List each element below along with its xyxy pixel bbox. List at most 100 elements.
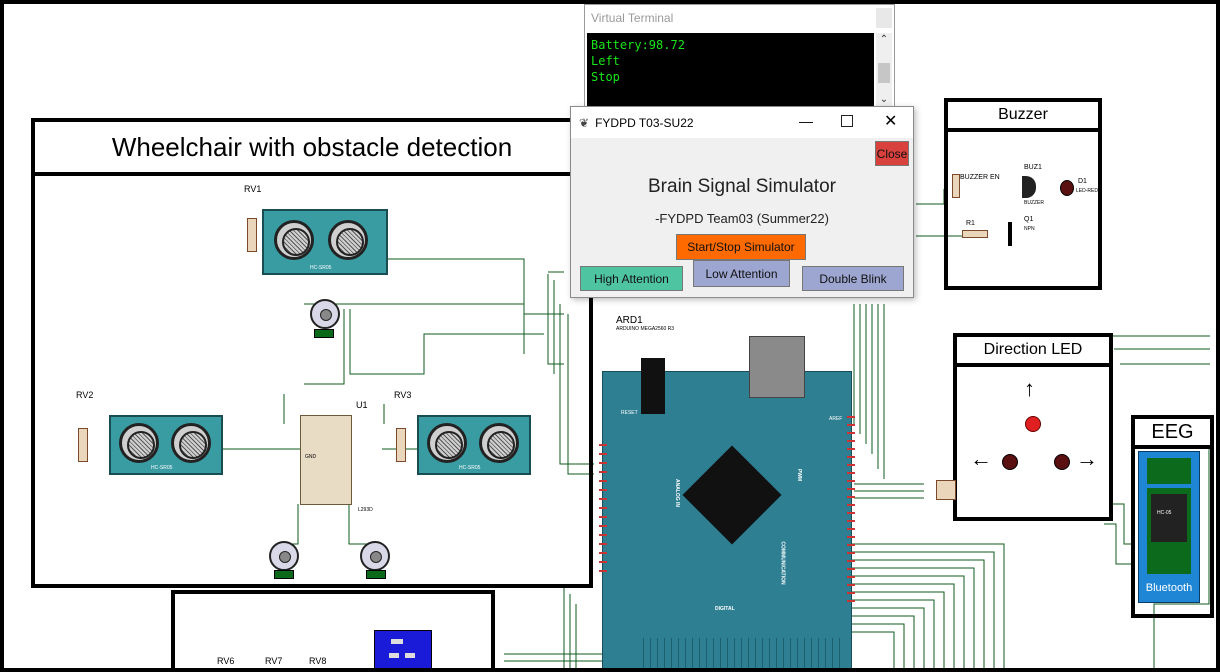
arduino-ref: ARD1	[616, 315, 643, 326]
arrow-right-icon: →	[1076, 446, 1098, 471]
led-left[interactable]	[1002, 454, 1018, 470]
l293d-gnd-label: GND	[305, 454, 317, 460]
virtual-terminal-output[interactable]: Battery:98.72 Left Stop	[587, 33, 874, 107]
feather-icon: ❦	[579, 115, 590, 130]
eeg-title: EEG	[1151, 420, 1194, 443]
terminal-line: Battery:98.72	[591, 38, 685, 52]
ultrasonic-sensor-right[interactable]: HC-SR05	[417, 415, 531, 475]
scroll-thumb[interactable]	[878, 63, 890, 83]
transistor-q1[interactable]	[1008, 222, 1012, 246]
led-right[interactable]	[1054, 454, 1070, 470]
bluetooth-label: Bluetooth	[1145, 582, 1193, 594]
terminal-line: Left	[591, 54, 620, 68]
arduino-mega-board[interactable]: RESET AREF ANALOG IN PWM COMMUNICATION D…	[599, 336, 855, 668]
wheelchair-title: Wheelchair with obstacle detection	[111, 131, 513, 162]
arduino-chip	[682, 445, 782, 545]
rv2-potentiometer[interactable]	[78, 428, 88, 462]
led-d1[interactable]	[1060, 180, 1074, 196]
close-button[interactable]: Close	[875, 141, 909, 166]
motor-left-tag	[274, 570, 294, 579]
double-blink-button[interactable]: Double Blink	[802, 266, 904, 291]
sensor-top-right-eye	[328, 220, 368, 260]
arrow-up-icon: ↑	[1024, 376, 1035, 401]
buz1-label: BUZ1	[1024, 164, 1042, 171]
buzzer-en-switch[interactable]	[952, 174, 960, 198]
eeg-panel: EEG	[1131, 415, 1214, 618]
rv2-label: RV2	[76, 390, 94, 400]
led-forward[interactable]	[1025, 416, 1041, 432]
hc05-label: HC-05	[1157, 510, 1172, 516]
dialog-subheading: -FYDPD Team03 (Summer22)	[655, 211, 829, 226]
virtual-terminal-close-box[interactable]	[876, 8, 892, 28]
buzzer-panel: Buzzer	[944, 98, 1102, 290]
bluetooth-pcb: HC-05	[1147, 488, 1191, 574]
arduino-model: ARDUINO MEGA2560 R3	[616, 326, 675, 332]
bluetooth-module[interactable]: HC-05 Bluetooth	[1138, 451, 1200, 603]
motor-right[interactable]	[360, 541, 390, 571]
low-attention-button[interactable]: Low Attention	[693, 260, 790, 287]
keypad-key-2	[389, 653, 399, 658]
buzzer-en-label: BUZZER EN	[960, 174, 1000, 181]
q1-label: Q1	[1024, 216, 1034, 223]
dialog-heading: Brain Signal Simulator	[648, 176, 836, 197]
arduino-aref-label: AREF	[829, 416, 843, 422]
resistor-r1[interactable]	[962, 230, 988, 238]
rv6-label: RV6	[217, 656, 235, 666]
l293d-label: L293D	[358, 507, 373, 513]
keypad-module[interactable]	[374, 630, 432, 668]
sensor-left-label: HC-SR05	[151, 465, 173, 471]
virtual-terminal-window[interactable]: Virtual Terminal Battery:98.72 Left Stop…	[584, 4, 895, 110]
direction-led-title-bar: Direction LED	[957, 337, 1109, 367]
npn-label: NPN	[1024, 226, 1035, 232]
rv3-potentiometer[interactable]	[396, 428, 406, 462]
virtual-terminal-title: Virtual Terminal	[585, 5, 894, 31]
sensor-left-right-eye	[171, 423, 211, 463]
arrow-left-icon: ←	[970, 446, 992, 471]
minimize-icon[interactable]: —	[799, 113, 813, 129]
led-red-label: LED-RED	[1076, 188, 1098, 194]
simulator-dialog[interactable]: ❦ FYDPD T03-SU22 — ✕ Close Brain Signal …	[570, 106, 914, 298]
arduino-communication-label: COMMUNICATION	[779, 541, 786, 585]
motor-right-tag	[366, 570, 386, 579]
buzzer-component[interactable]	[1022, 176, 1036, 198]
ultrasonic-sensor-left[interactable]: HC-SR05	[109, 415, 223, 475]
scroll-down-icon[interactable]: ⌄	[879, 94, 889, 105]
arduino-pwm-label: PWM	[796, 468, 803, 482]
bottom-panel	[171, 590, 495, 668]
dialog-title-bar[interactable]: ❦ FYDPD T03-SU22 — ✕	[571, 107, 913, 138]
motor-top[interactable]	[310, 299, 340, 329]
d1-label: D1	[1078, 178, 1087, 185]
rv7-label: RV7	[265, 656, 283, 666]
close-icon[interactable]: ✕	[884, 113, 898, 130]
sensor-right-label: HC-SR05	[459, 465, 481, 471]
eeg-title-bar: EEG	[1135, 419, 1210, 449]
start-stop-button[interactable]: Start/Stop Simulator	[676, 234, 806, 260]
virtual-terminal-scrollbar[interactable]: ⌃ ⌄	[876, 33, 892, 107]
l293d-chip[interactable]: GND	[300, 415, 352, 505]
direction-led-panel: Direction LED	[953, 333, 1113, 521]
sensor-top-label: HC-SR05	[310, 265, 332, 271]
arduino-digital-label: DIGITAL	[715, 606, 735, 612]
rv8-label: RV8	[309, 656, 327, 666]
arduino-analog-pins	[599, 444, 607, 574]
direction-led-title: Direction LED	[983, 341, 1083, 358]
sensor-right-right-eye	[479, 423, 519, 463]
arduino-digital-pins-bottom	[643, 638, 843, 668]
arduino-analog-in-label: ANALOG IN	[674, 478, 681, 508]
buzzer-part-label: BUZZER	[1024, 200, 1044, 206]
keypad-key-3	[405, 653, 415, 658]
rv1-label: RV1	[244, 184, 262, 194]
high-attention-button[interactable]: High Attention	[580, 266, 683, 291]
motor-top-tag	[314, 329, 334, 338]
maximize-icon[interactable]	[841, 115, 853, 127]
terminal-line: Stop	[591, 70, 620, 84]
rv1-potentiometer[interactable]	[247, 218, 257, 252]
buzzer-title-bar: Buzzer	[948, 102, 1098, 132]
sensor-left-left-eye	[119, 423, 159, 463]
arduino-digital-pins-right	[847, 416, 855, 606]
wheelchair-panel: Wheelchair with obstacle detection	[31, 118, 593, 588]
scroll-up-icon[interactable]: ⌃	[879, 34, 889, 45]
motor-left[interactable]	[269, 541, 299, 571]
direction-connector	[936, 480, 956, 500]
ultrasonic-sensor-top[interactable]: HC-SR05	[262, 209, 388, 275]
